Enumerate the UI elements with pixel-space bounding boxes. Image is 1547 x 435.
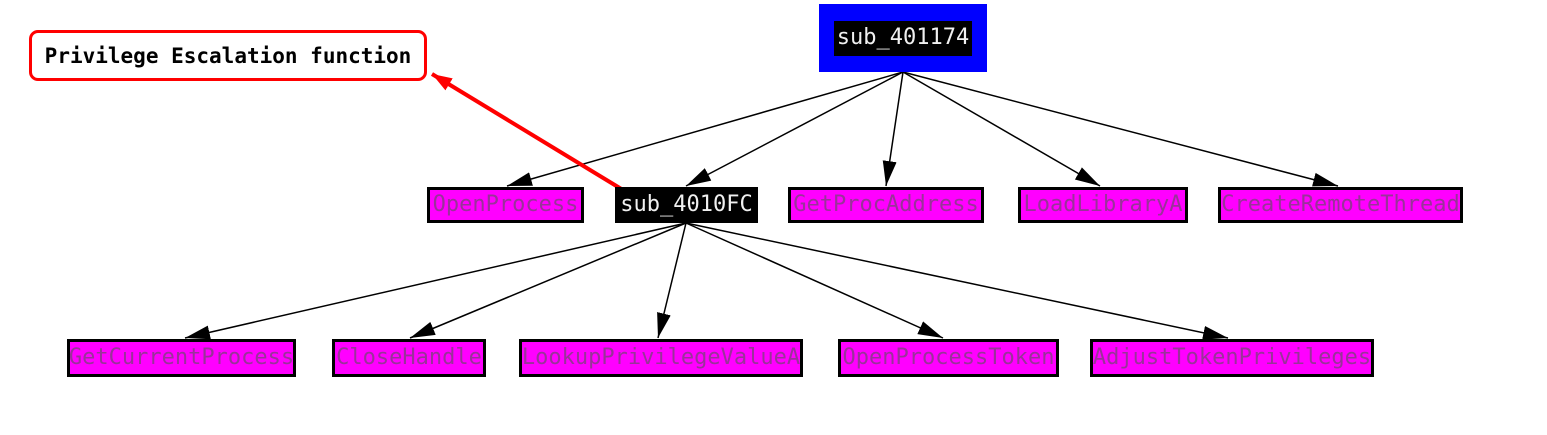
call-edge-root-createremotethread — [902, 71, 1339, 187]
node-adjusttokenprivileges[interactable]: AdjustTokenPrivileges — [1090, 339, 1374, 377]
node-label: sub_4010FC — [620, 192, 753, 217]
call-edge-root-getprocaddress — [882, 71, 904, 187]
node-label: GetCurrentProcess — [68, 345, 295, 370]
annotation-label: Privilege Escalation function — [44, 43, 412, 68]
node-sub_401174[interactable]: sub_401174 — [819, 4, 987, 72]
call-edge-sub4010fc-getcurrentprocess — [184, 222, 687, 340]
node-sub_4010fc[interactable]: sub_4010FC — [615, 187, 758, 223]
node-sub_401174-inner: sub_401174 — [834, 20, 972, 56]
call-edge-root-sub4010fc — [685, 71, 904, 187]
node-label: sub_401174 — [836, 25, 970, 50]
node-openprocesstoken[interactable]: OpenProcessToken — [838, 339, 1059, 377]
call-edge-root-openprocess — [506, 71, 904, 187]
node-lookupprivilegevaluea[interactable]: LookupPrivilegeValueA — [519, 339, 803, 377]
call-edge-sub4010fc-closehandle — [409, 222, 687, 339]
node-loadlibrarya[interactable]: LoadLibraryA — [1018, 187, 1188, 223]
node-label: CloseHandle — [336, 345, 482, 370]
node-label: AdjustTokenPrivileges — [1092, 345, 1372, 370]
node-getcurrentprocess[interactable]: GetCurrentProcess — [67, 339, 296, 377]
node-createremotethread[interactable]: CreateRemoteThread — [1218, 187, 1463, 223]
call-edge-sub4010fc-adjusttokenprivileges — [685, 222, 1229, 340]
node-label: LookupPrivilegeValueA — [521, 345, 801, 370]
annotation-arrow — [430, 72, 625, 192]
annotation-box: Privilege Escalation function — [29, 30, 427, 81]
call-edge-root-loadlibrarya — [902, 71, 1101, 187]
node-label: LoadLibraryA — [1023, 192, 1183, 217]
node-openprocess[interactable]: OpenProcess — [427, 187, 584, 223]
call-edge-sub4010fc-lookupprivilegevaluea — [657, 222, 687, 339]
node-label: CreateRemoteThread — [1221, 192, 1460, 217]
call-edge-sub4010fc-openprocesstoken — [685, 222, 944, 339]
node-closehandle[interactable]: CloseHandle — [332, 339, 486, 377]
node-label: GetProcAddress — [793, 192, 979, 217]
node-label: OpenProcessToken — [842, 345, 1055, 370]
node-label: OpenProcess — [432, 192, 579, 217]
node-getprocaddress[interactable]: GetProcAddress — [788, 187, 984, 223]
